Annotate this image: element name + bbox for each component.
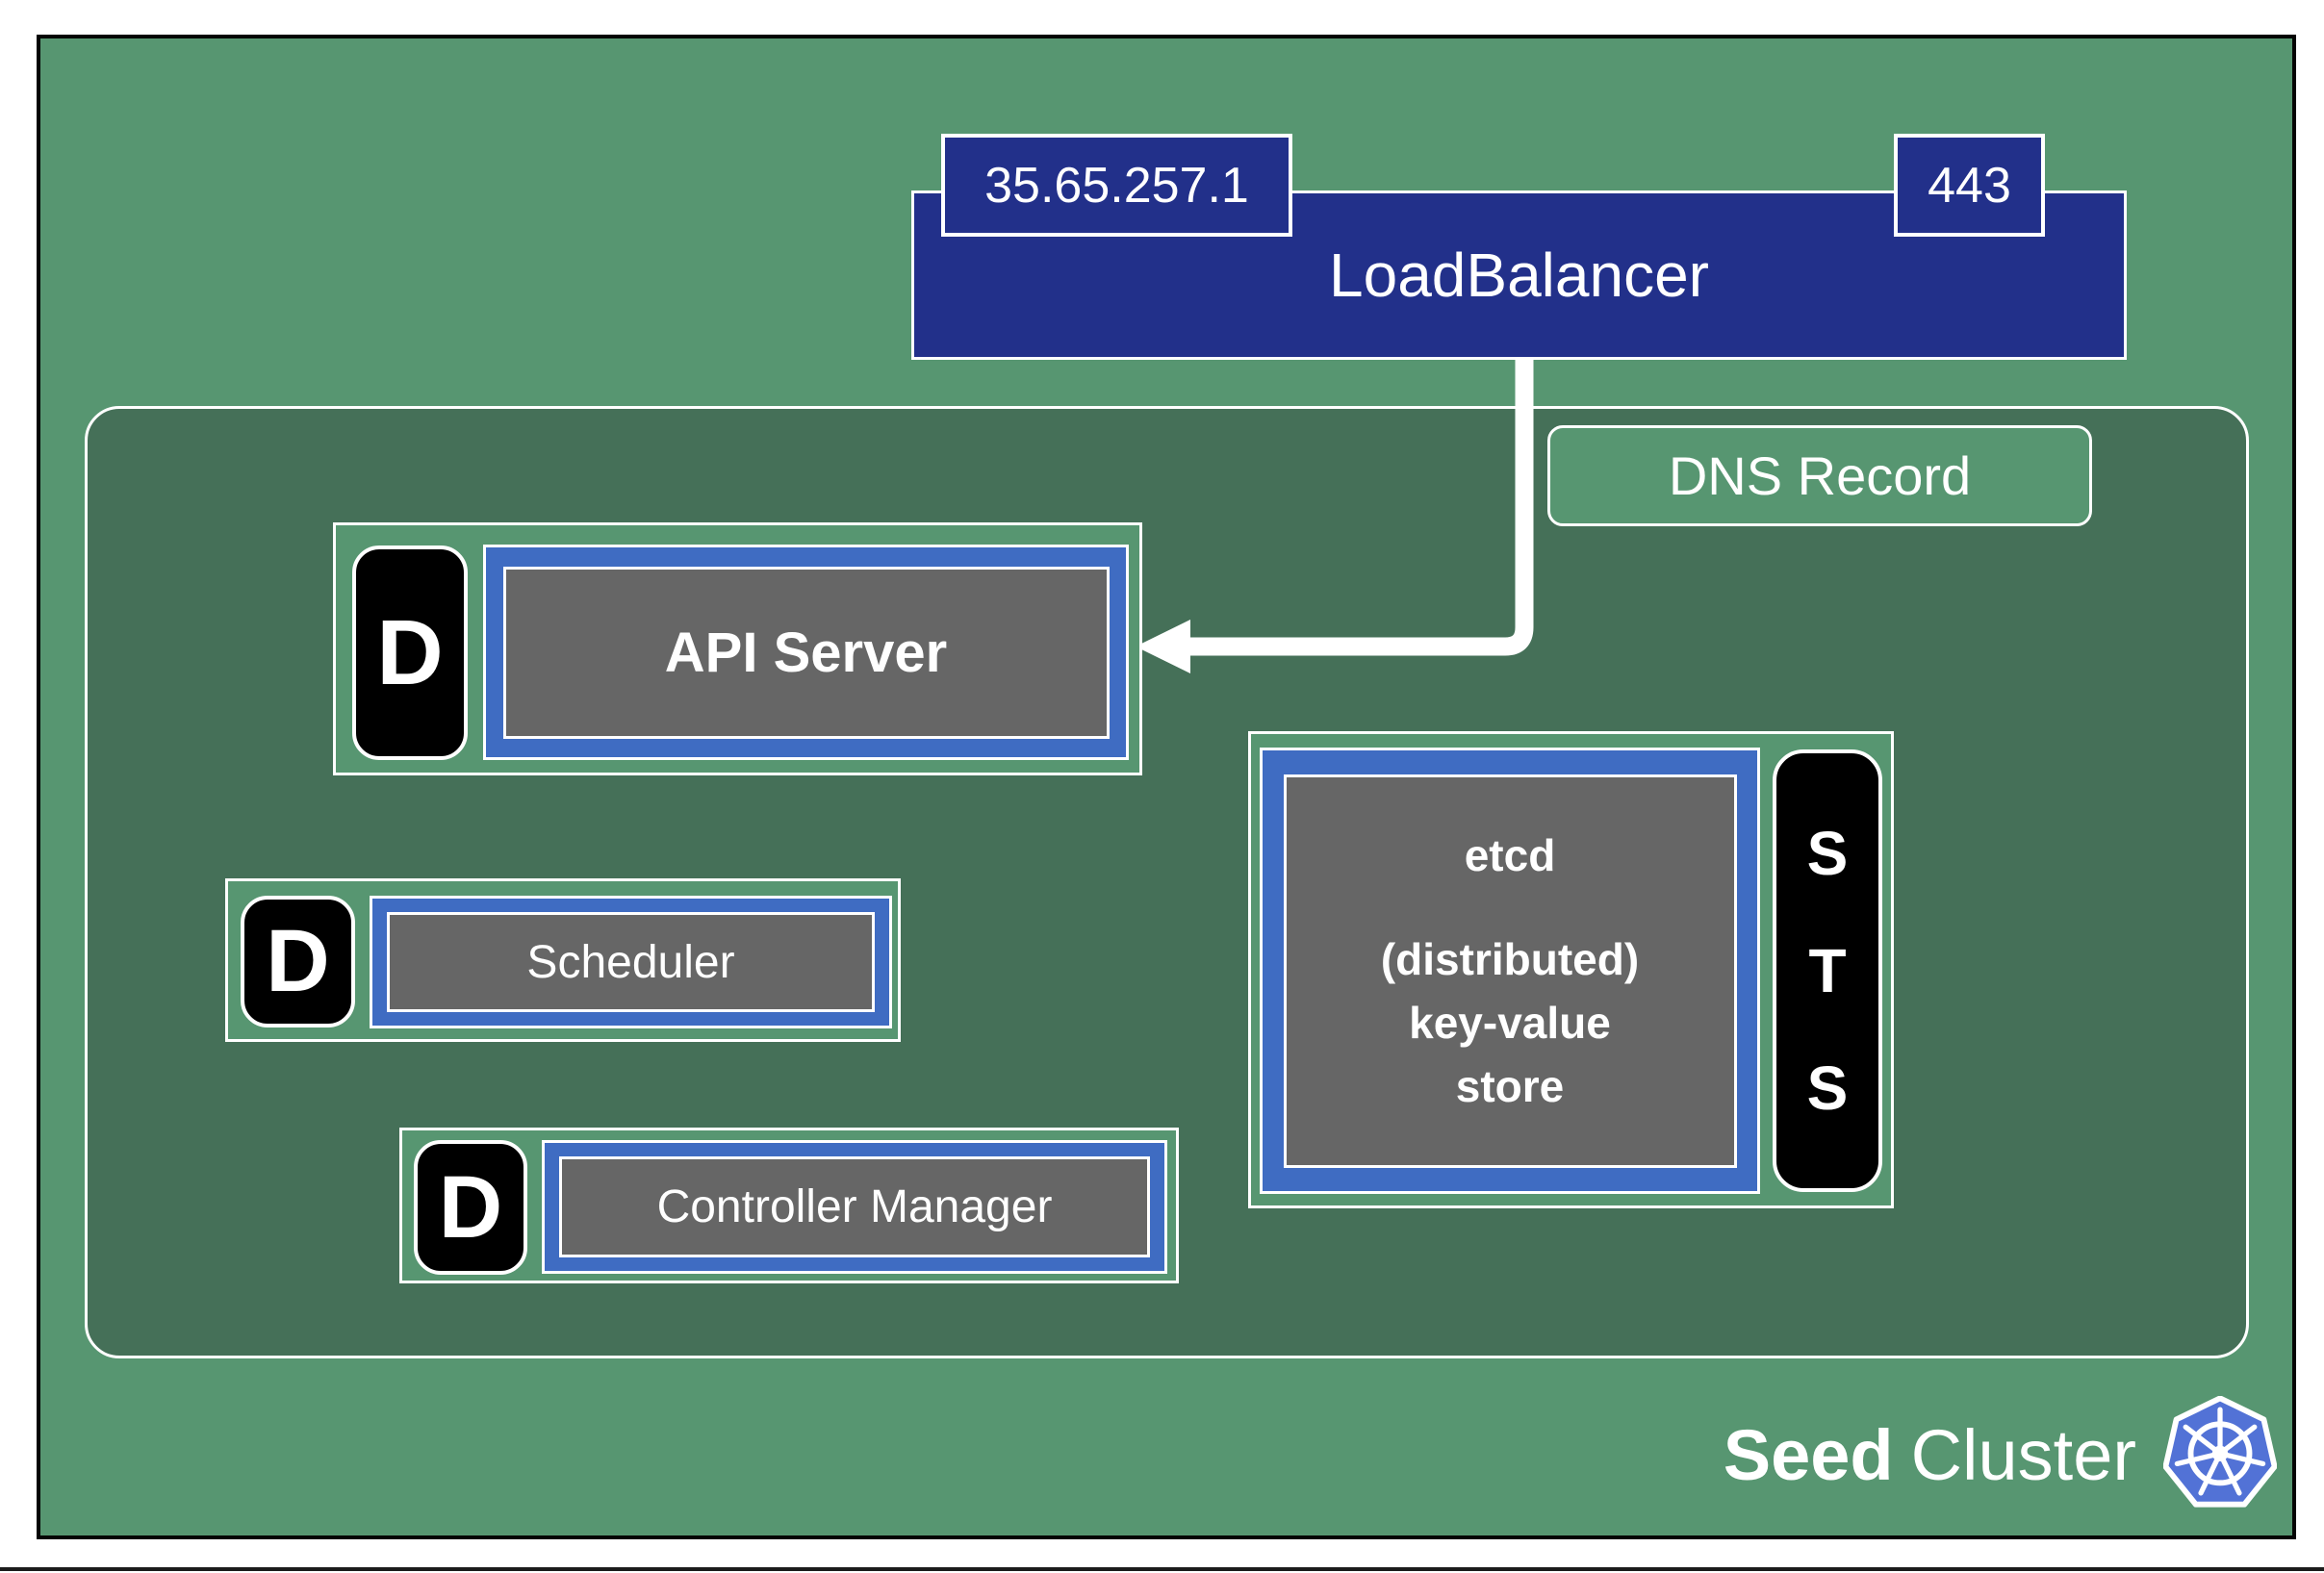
deployment-badge-letter: D: [438, 1157, 503, 1256]
api-server-unit: D API Server: [333, 522, 1142, 775]
etcd-pod-box: etcd (distributed) key-value store: [1260, 748, 1760, 1194]
api-server-deployment-badge: D: [352, 545, 468, 760]
loadbalancer-port-badge: 443: [1894, 134, 2045, 237]
loadbalancer-port: 443: [1928, 157, 2011, 214]
controller-manager-pod-box: Controller Manager: [542, 1140, 1167, 1274]
loadbalancer-ip: 35.65.257.1: [984, 157, 1249, 214]
scheduler-pod-box: Scheduler: [370, 896, 892, 1028]
etcd-container-box: etcd (distributed) key-value store: [1283, 774, 1737, 1168]
footer-title-cluster: Cluster: [1910, 1414, 2136, 1495]
etcd-description-line: key-value: [1409, 998, 1611, 1048]
screenshot-bottom-divider: [0, 1567, 2324, 1571]
scheduler-label: Scheduler: [526, 936, 735, 988]
dns-record-label: DNS Record: [1668, 445, 1972, 506]
loadbalancer-to-apiserver-arrow: [1136, 360, 1534, 673]
dns-record-box: DNS Record: [1547, 425, 2092, 526]
deployment-badge-letter: D: [266, 912, 330, 1010]
etcd-unit: etcd (distributed) key-value store S T S: [1248, 731, 1894, 1208]
scheduler-unit: D Scheduler: [225, 878, 901, 1042]
api-server-label: API Server: [664, 621, 948, 684]
controller-manager-label: Controller Manager: [656, 1181, 1053, 1232]
scheduler-deployment-badge: D: [241, 896, 355, 1028]
loadbalancer-label: LoadBalancer: [1329, 241, 1709, 310]
api-server-pod-box: API Server: [483, 545, 1129, 760]
controller-manager-container-box: Controller Manager: [559, 1156, 1150, 1257]
controller-manager-unit: D Controller Manager: [399, 1128, 1179, 1283]
etcd-title: etcd: [1464, 830, 1556, 880]
kubernetes-logo-icon: [2163, 1396, 2277, 1508]
etcd-description-line: (distributed): [1380, 934, 1640, 984]
api-server-container-box: API Server: [502, 566, 1110, 739]
statefulset-badge-letter: T: [1808, 936, 1847, 1005]
scheduler-container-box: Scheduler: [387, 912, 875, 1012]
etcd-statefulset-badge: S T S: [1773, 749, 1882, 1192]
etcd-description-line: store: [1455, 1061, 1565, 1111]
footer-title-seed: Seed: [1723, 1414, 1894, 1495]
statefulset-badge-letter: S: [1806, 1053, 1849, 1123]
loadbalancer-ip-badge: 35.65.257.1: [941, 134, 1292, 237]
statefulset-badge-letter: S: [1806, 819, 1849, 888]
deployment-badge-letter: D: [376, 600, 444, 704]
controller-manager-deployment-badge: D: [414, 1140, 527, 1275]
